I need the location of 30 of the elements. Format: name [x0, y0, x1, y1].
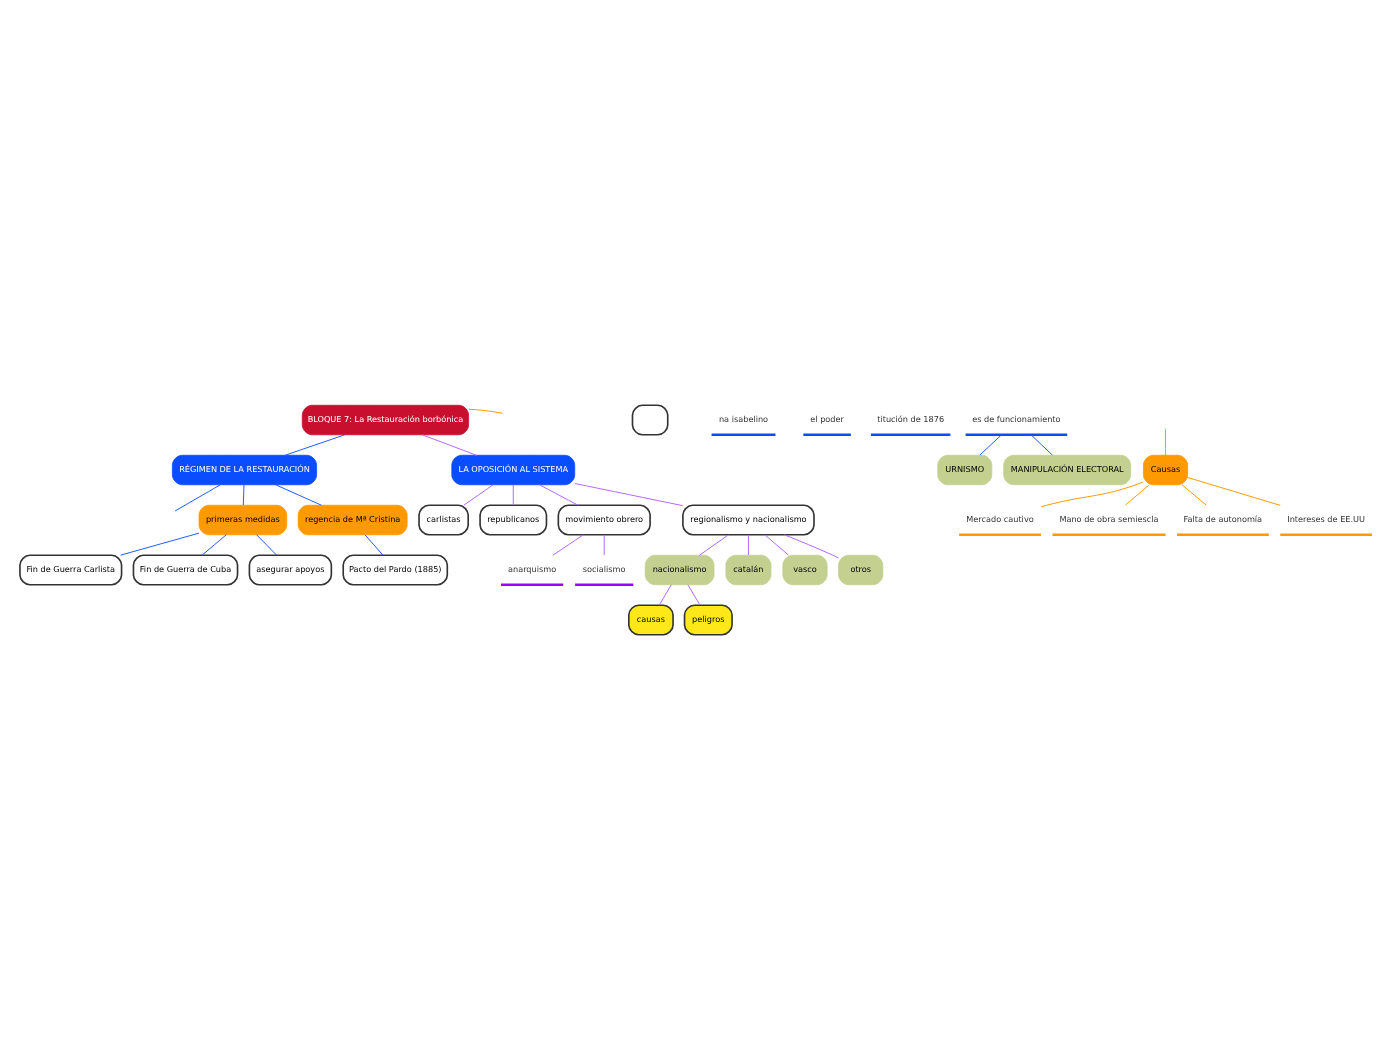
node-box	[631, 404, 669, 436]
connector	[687, 584, 701, 606]
connector	[1187, 477, 1281, 506]
connector	[256, 534, 277, 556]
connector	[1040, 481, 1144, 508]
connector	[1125, 484, 1150, 506]
connector	[979, 434, 1002, 456]
connector	[421, 434, 477, 456]
connector	[574, 483, 684, 507]
connector	[1165, 428, 1167, 456]
connector	[468, 408, 504, 414]
connector	[512, 484, 514, 506]
connector	[658, 584, 672, 606]
connector	[201, 534, 227, 556]
connector	[463, 484, 494, 506]
connector	[120, 532, 200, 556]
connector	[764, 534, 789, 556]
connector	[603, 534, 605, 556]
connector	[275, 484, 322, 506]
connector	[364, 534, 384, 556]
connector	[747, 534, 749, 556]
connector	[783, 534, 840, 559]
connector	[1181, 484, 1207, 506]
connector	[699, 534, 729, 556]
connector	[539, 484, 579, 506]
connector	[174, 484, 221, 512]
connector	[284, 434, 346, 456]
connector	[242, 484, 245, 506]
connector	[1030, 434, 1053, 456]
connector	[552, 534, 584, 556]
